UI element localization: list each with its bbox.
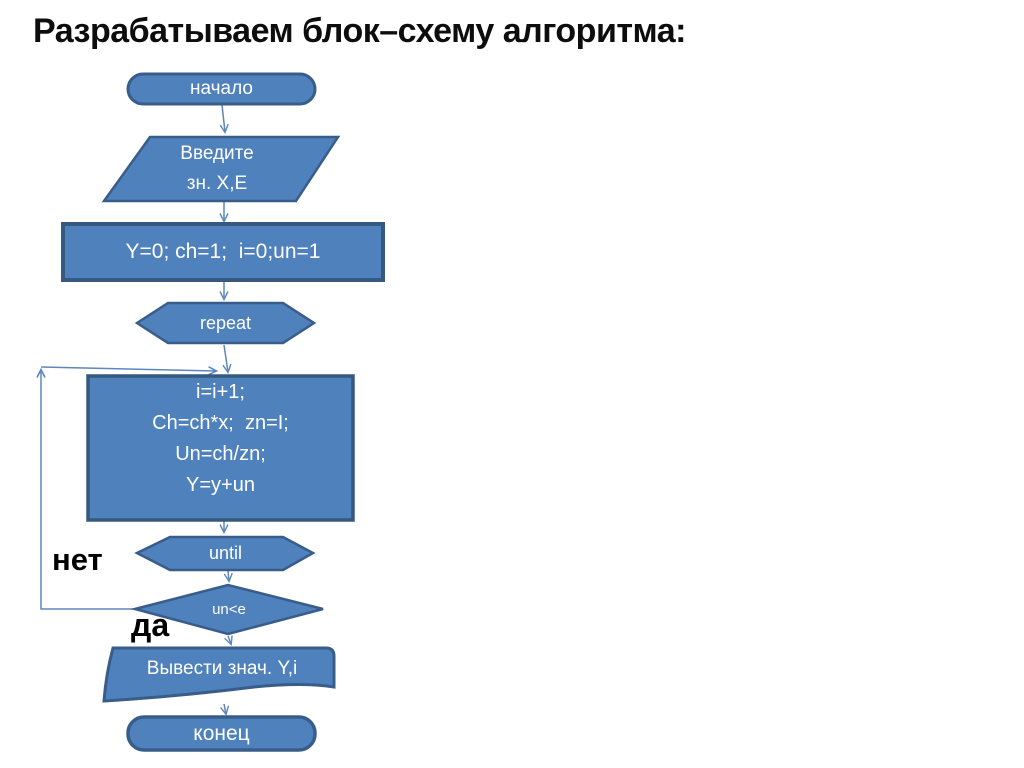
connector-until-condition (223, 570, 233, 584)
edge-label-yes: да (131, 607, 170, 643)
connector-start-input (219, 104, 229, 135)
feedback-line-horizontal (40, 366, 219, 376)
page-title: Разрабатываем блок–схему алгоритма: (33, 12, 686, 50)
input-parallelogram (101, 135, 341, 203)
connector-condition-output (224, 635, 233, 646)
connector-output-end (220, 703, 230, 717)
loop-body-process (86, 374, 355, 522)
condition-diamond (130, 583, 324, 636)
repeat-hexagon (134, 301, 317, 345)
connector-repeat-body (222, 344, 232, 375)
init-process (61, 222, 385, 282)
end-terminator (126, 715, 317, 752)
start-terminator (126, 72, 317, 106)
edge-label-no: нет (52, 542, 103, 577)
feedback-line-vertical (36, 367, 133, 610)
until-hexagon (134, 535, 316, 572)
output-shape (102, 646, 336, 703)
